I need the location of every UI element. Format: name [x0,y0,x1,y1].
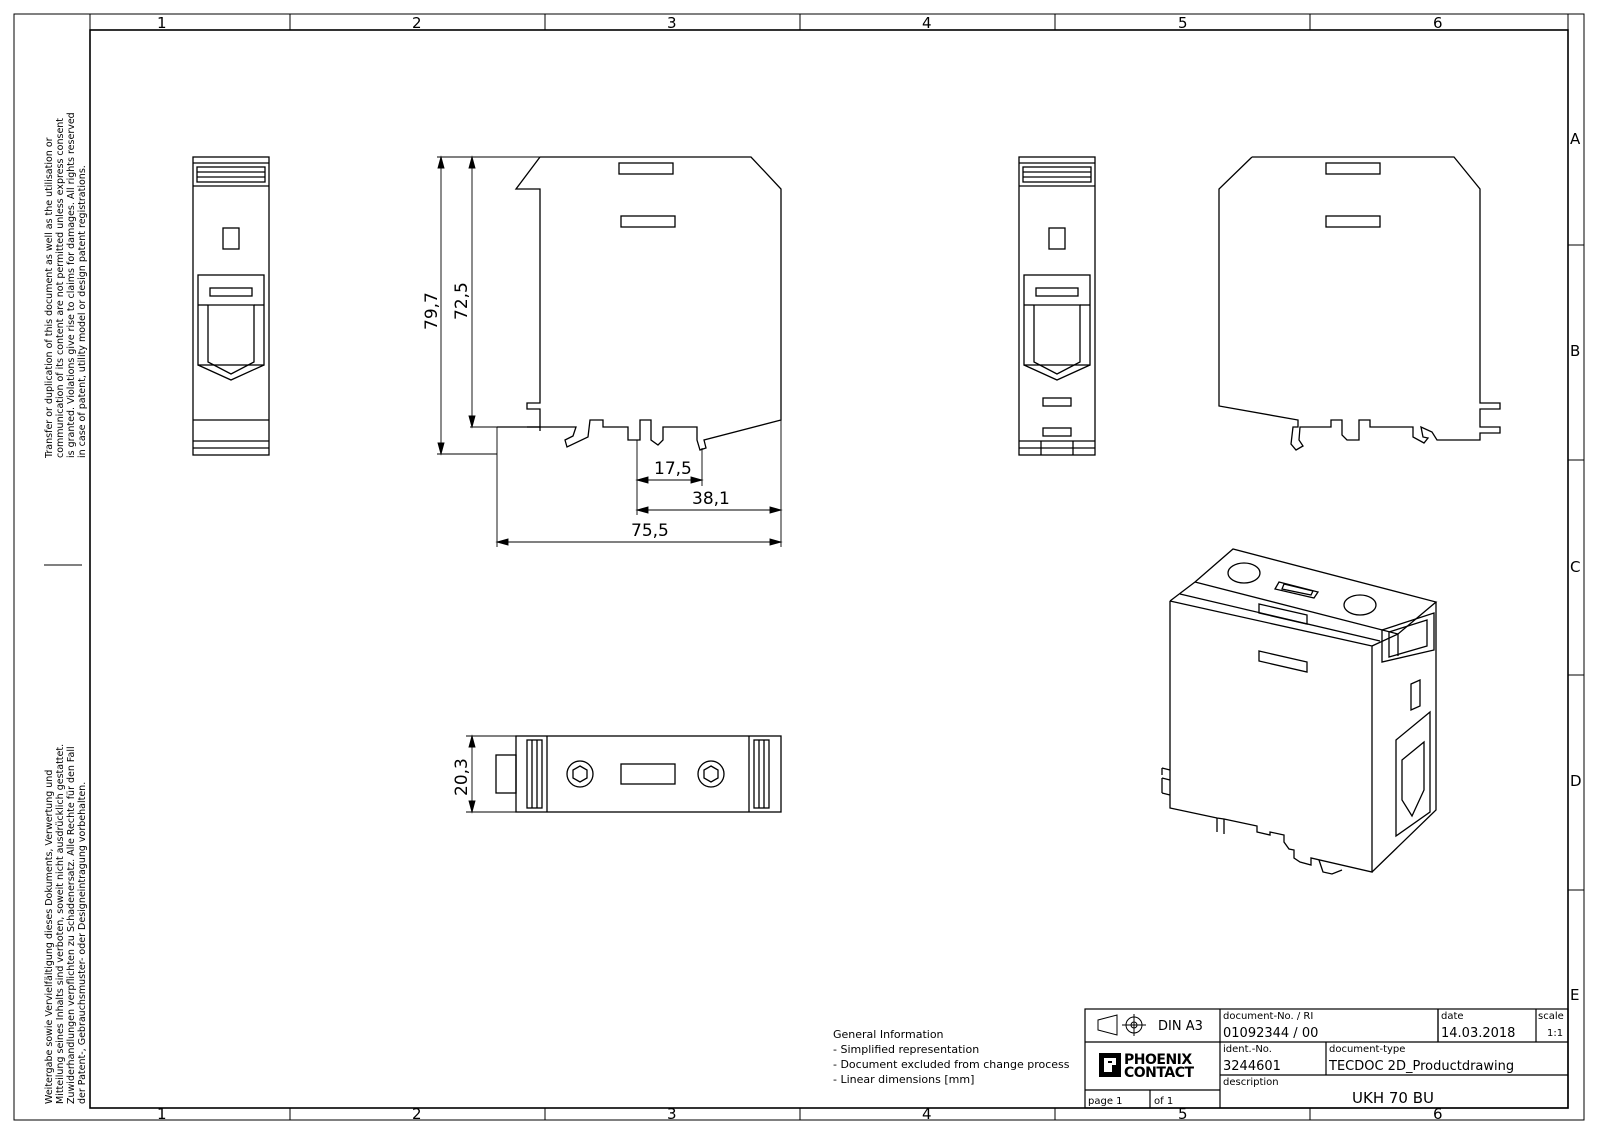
column-label-3-bottom: 3 [667,1105,677,1123]
phoenix-contact-logo: PHOENIX CONTACT [1099,1052,1195,1081]
column-label-4-top: 4 [922,14,932,32]
scale-value: 1:1 [1547,1028,1563,1039]
dimension-width-total: 75,5 [631,521,669,541]
document-number-label: document-No. / RI [1223,1011,1313,1022]
column-label-6-bottom: 6 [1433,1105,1443,1123]
legal-notice-de-line-3: Zuwiderhandlungen verpflichten zu Schade… [66,746,77,1104]
scale-label: scale [1538,1011,1564,1022]
general-information: General Information - Simplified represe… [833,1028,1070,1086]
column-label-5-bottom: 5 [1178,1105,1188,1123]
dimension-height-inner: 72,5 [452,282,472,320]
column-label-1-top: 1 [157,14,167,32]
front-view-dimension-lines [437,155,783,547]
date-label: date [1441,1011,1464,1022]
of-label: of 1 [1154,1096,1173,1107]
legal-notice-en-line-2: communication of its content are not per… [55,118,66,458]
drawing-frame [13,13,1585,1121]
legal-notice-de-line-1: Weitergabe sowie Vervielfältigung dieses… [44,770,55,1104]
row-label-e: E [1570,986,1579,1004]
date-value: 14.03.2018 [1441,1026,1515,1041]
column-label-1-bottom: 1 [157,1105,167,1123]
column-label-5-top: 5 [1178,14,1188,32]
column-label-2-bottom: 2 [412,1105,422,1123]
column-label-2-top: 2 [412,14,422,32]
logo-text-line-2: CONTACT [1124,1065,1194,1081]
legal-notice-en: Transfer or duplication of this document… [44,112,88,459]
row-label-b: B [1570,342,1580,360]
page-label: page 1 [1088,1096,1123,1107]
document-type-label: document-type [1329,1044,1405,1055]
legal-notice-de: Weitergabe sowie Vervielfältigung dieses… [44,744,88,1104]
front-view [497,156,782,451]
legal-notice-en-line-3: is granted. Violations give rise to clai… [66,112,77,458]
column-label-4-bottom: 4 [922,1105,932,1123]
row-label-d: D [1570,772,1582,790]
legal-notice-de-line-2: Mitteilung seines Inhalts sind verboten,… [55,744,66,1104]
legal-notice-de-line-4: der Patent-, Gebrauchsmuster- oder Desig… [77,782,88,1104]
column-label-6-top: 6 [1433,14,1443,32]
column-label-3-top: 3 [667,14,677,32]
general-info-title: General Information [833,1028,944,1041]
isometric-view [1161,548,1438,875]
end-view-right [1018,156,1096,456]
dimension-height-total: 79,7 [422,292,442,330]
dimension-width-small: 17,5 [654,459,692,479]
rear-view [1218,156,1501,451]
row-label-c: C [1570,558,1580,576]
dimension-width-mid: 38,1 [692,489,730,509]
dimension-depth: 20,3 [452,758,472,796]
general-info-item-2: - Document excluded from change process [833,1058,1070,1071]
document-type-value: TECDOC 2D_Productdrawing [1328,1059,1514,1074]
end-view-left [192,156,270,456]
top-view-dimension-lines [466,734,516,814]
general-info-item-1: - Simplified representation [833,1043,979,1056]
top-view [495,735,782,813]
document-number-value: 01092344 / 00 [1223,1026,1318,1041]
logo-text-line-1: PHOENIX [1124,1052,1192,1068]
ident-number-value: 3244601 [1223,1059,1281,1074]
row-label-a: A [1570,130,1581,148]
projection-symbol-icon [1097,1014,1146,1036]
general-info-item-3: - Linear dimensions [mm] [833,1073,974,1086]
ident-number-label: ident.-No. [1223,1044,1272,1055]
description-value: UKH 70 BU [1352,1089,1434,1107]
legal-notice-en-line-1: Transfer or duplication of this document… [44,137,55,459]
title-block-lines [1084,1008,1569,1109]
sheet-format: DIN A3 [1158,1019,1203,1034]
description-label: description [1223,1077,1279,1088]
legal-notice-en-line-4: in case of patent, utility model or desi… [77,165,88,458]
